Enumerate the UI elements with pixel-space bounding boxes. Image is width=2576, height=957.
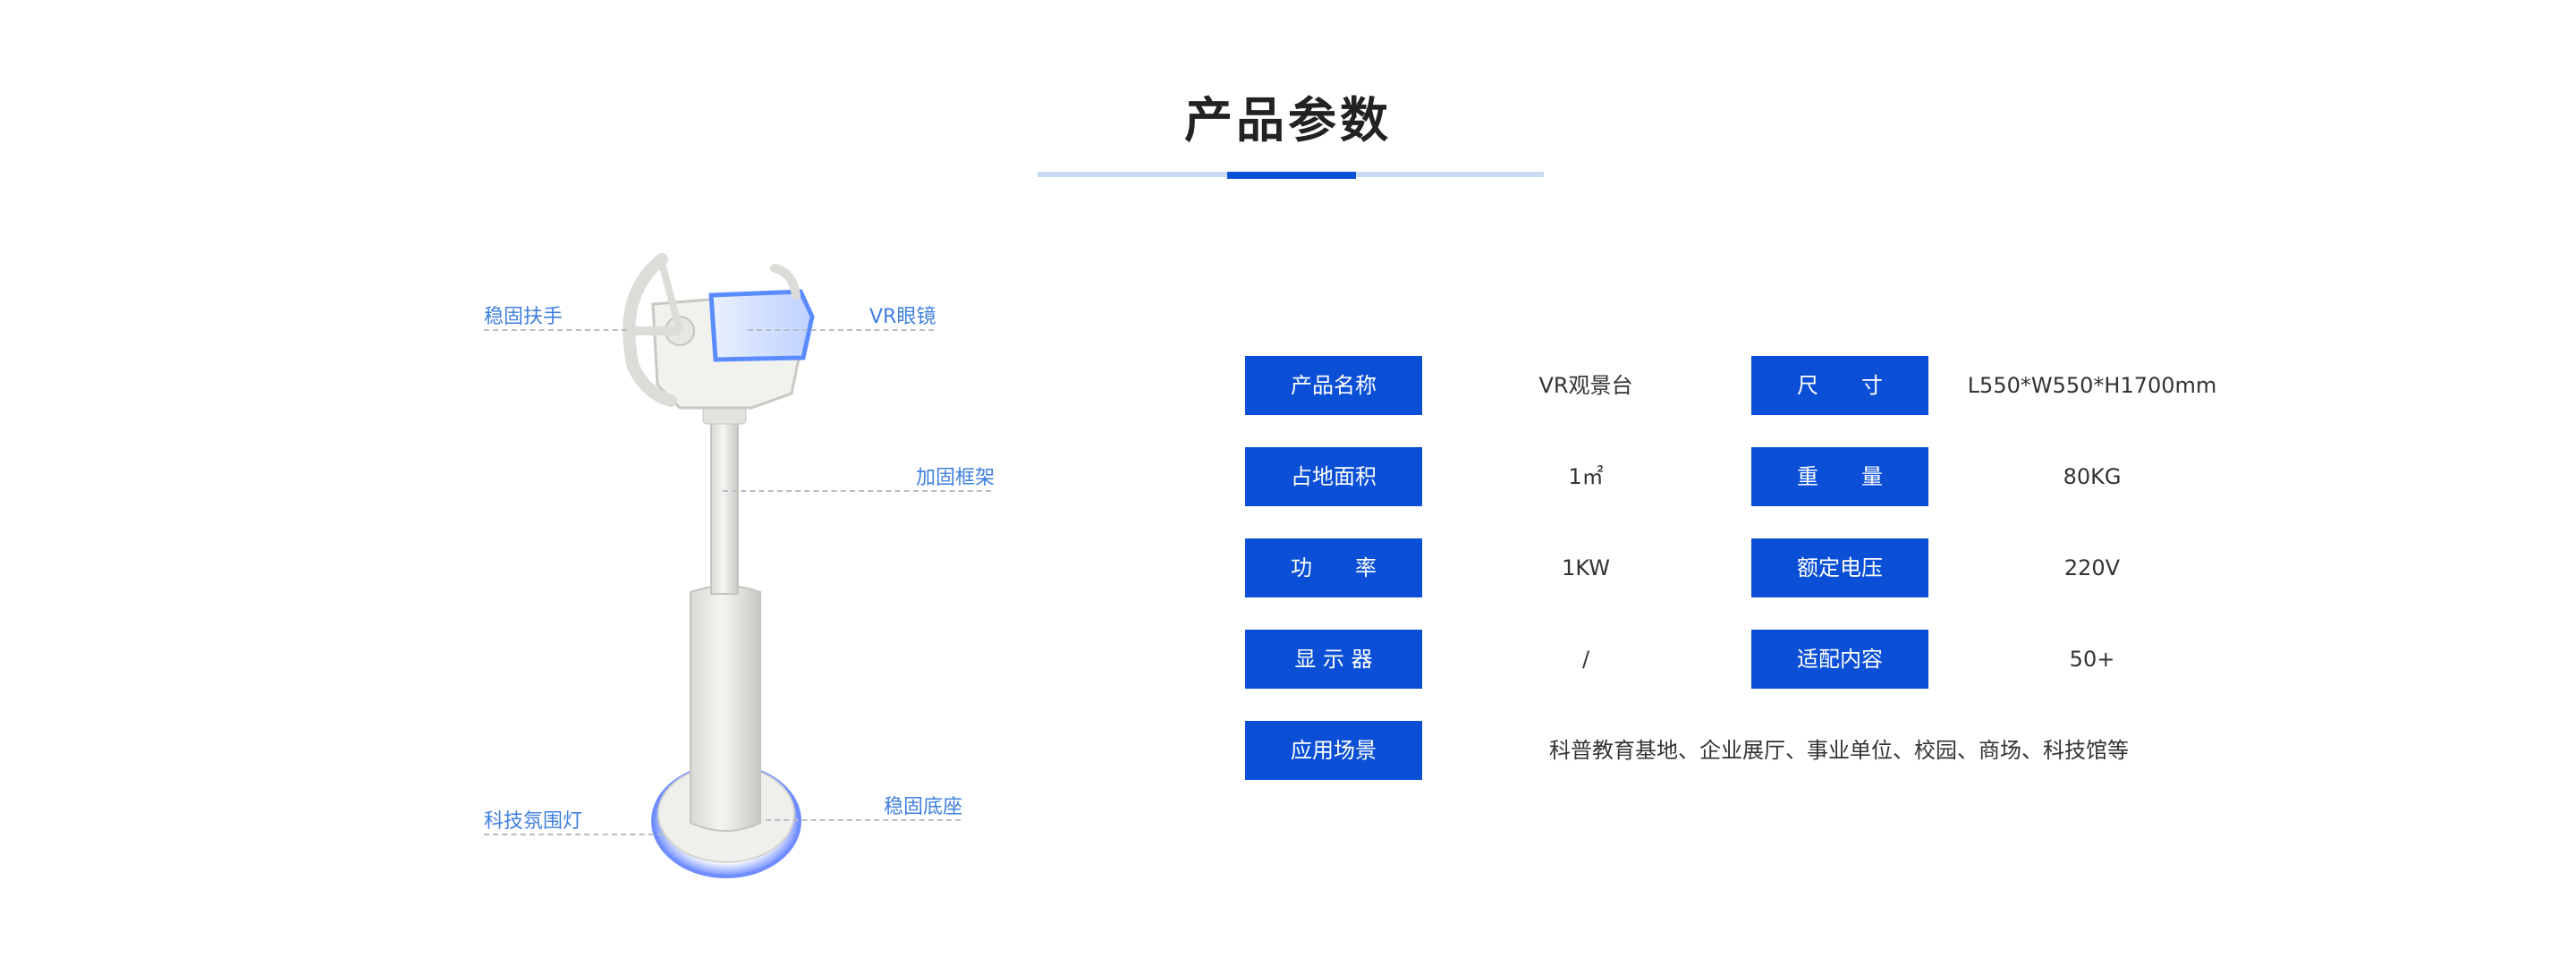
param-value-voltage: 220V xyxy=(2063,555,2121,580)
callout-frame-line xyxy=(723,490,991,492)
param-label-product-name: 产品名称 xyxy=(1245,356,1422,415)
param-value-footprint: 1㎡ xyxy=(1568,464,1604,489)
param-label-display: 显 示 器 xyxy=(1245,630,1422,689)
param-value-weight: 80KG xyxy=(2063,464,2122,489)
callout-light-line xyxy=(484,834,663,835)
title-underline-accent xyxy=(1227,172,1356,179)
callout-light: 科技氛围灯 xyxy=(484,810,583,833)
param-value-scenarios: 科普教育基地、企业展厅、事业单位、校园、商场、科技馆等 xyxy=(1549,738,2129,763)
callout-vr-glasses-line xyxy=(748,329,934,331)
param-label-scenarios: 应用场景 xyxy=(1245,721,1422,780)
callout-base-line xyxy=(766,819,961,821)
param-value-content: 50+ xyxy=(2069,647,2115,672)
param-label-weight: 重 量 xyxy=(1751,447,1928,506)
callout-handle-line xyxy=(484,329,627,331)
param-label-size: 尺 寸 xyxy=(1751,356,1928,415)
param-value-power: 1KW xyxy=(1562,555,1610,580)
vr-viewer-illustration xyxy=(623,253,815,878)
pole-mount xyxy=(702,407,747,425)
lower-column xyxy=(690,585,761,832)
handle xyxy=(623,253,677,407)
callout-handle: 稳固扶手 xyxy=(484,306,564,328)
upper-pole xyxy=(710,418,739,595)
callout-vr-glasses: VR眼镜 xyxy=(869,306,936,328)
callout-base: 稳固底座 xyxy=(884,796,963,818)
param-label-footprint: 占地面积 xyxy=(1245,447,1422,506)
right-ear xyxy=(770,264,801,300)
param-value-product-name: VR观景台 xyxy=(1538,373,1633,398)
param-value-display: / xyxy=(1581,647,1590,672)
page-title: 产品参数 xyxy=(1184,92,1392,148)
param-label-voltage: 额定电压 xyxy=(1751,538,1928,597)
param-label-power: 功 率 xyxy=(1245,538,1422,597)
vr-screen xyxy=(708,289,815,362)
param-value-size: L550*W550*H1700mm xyxy=(1967,373,2217,398)
callout-frame: 加固框架 xyxy=(916,467,996,489)
param-label-content: 适配内容 xyxy=(1751,630,1928,689)
